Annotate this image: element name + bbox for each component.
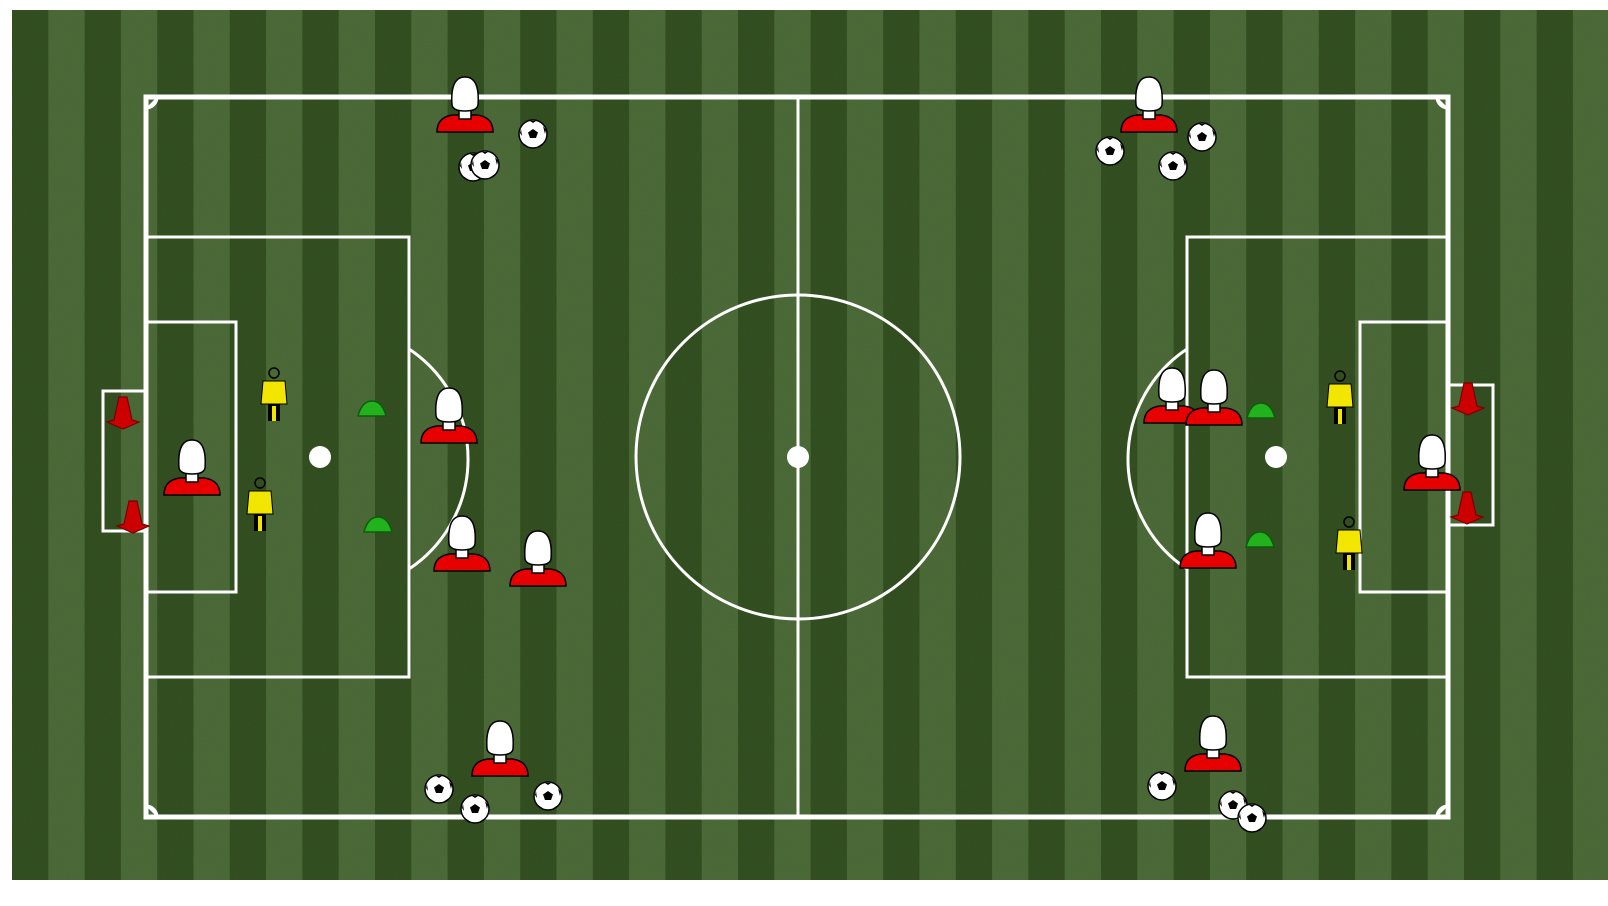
ball-icon: [1148, 772, 1176, 800]
ball-icon: [534, 782, 562, 810]
ball-icon: [1096, 137, 1124, 165]
left-penalty-spot: [309, 446, 331, 468]
ball-icon: [425, 775, 453, 803]
ball-icon: [1159, 152, 1187, 180]
ball-icon: [519, 120, 547, 148]
ball-icon: [471, 151, 499, 179]
grass-texture: [12, 10, 1608, 880]
ball-icon: [1188, 123, 1216, 151]
center-spot: [787, 446, 809, 468]
ball-icon: [461, 795, 489, 823]
right-penalty-spot: [1265, 446, 1287, 468]
ball-icon: [1238, 804, 1266, 832]
